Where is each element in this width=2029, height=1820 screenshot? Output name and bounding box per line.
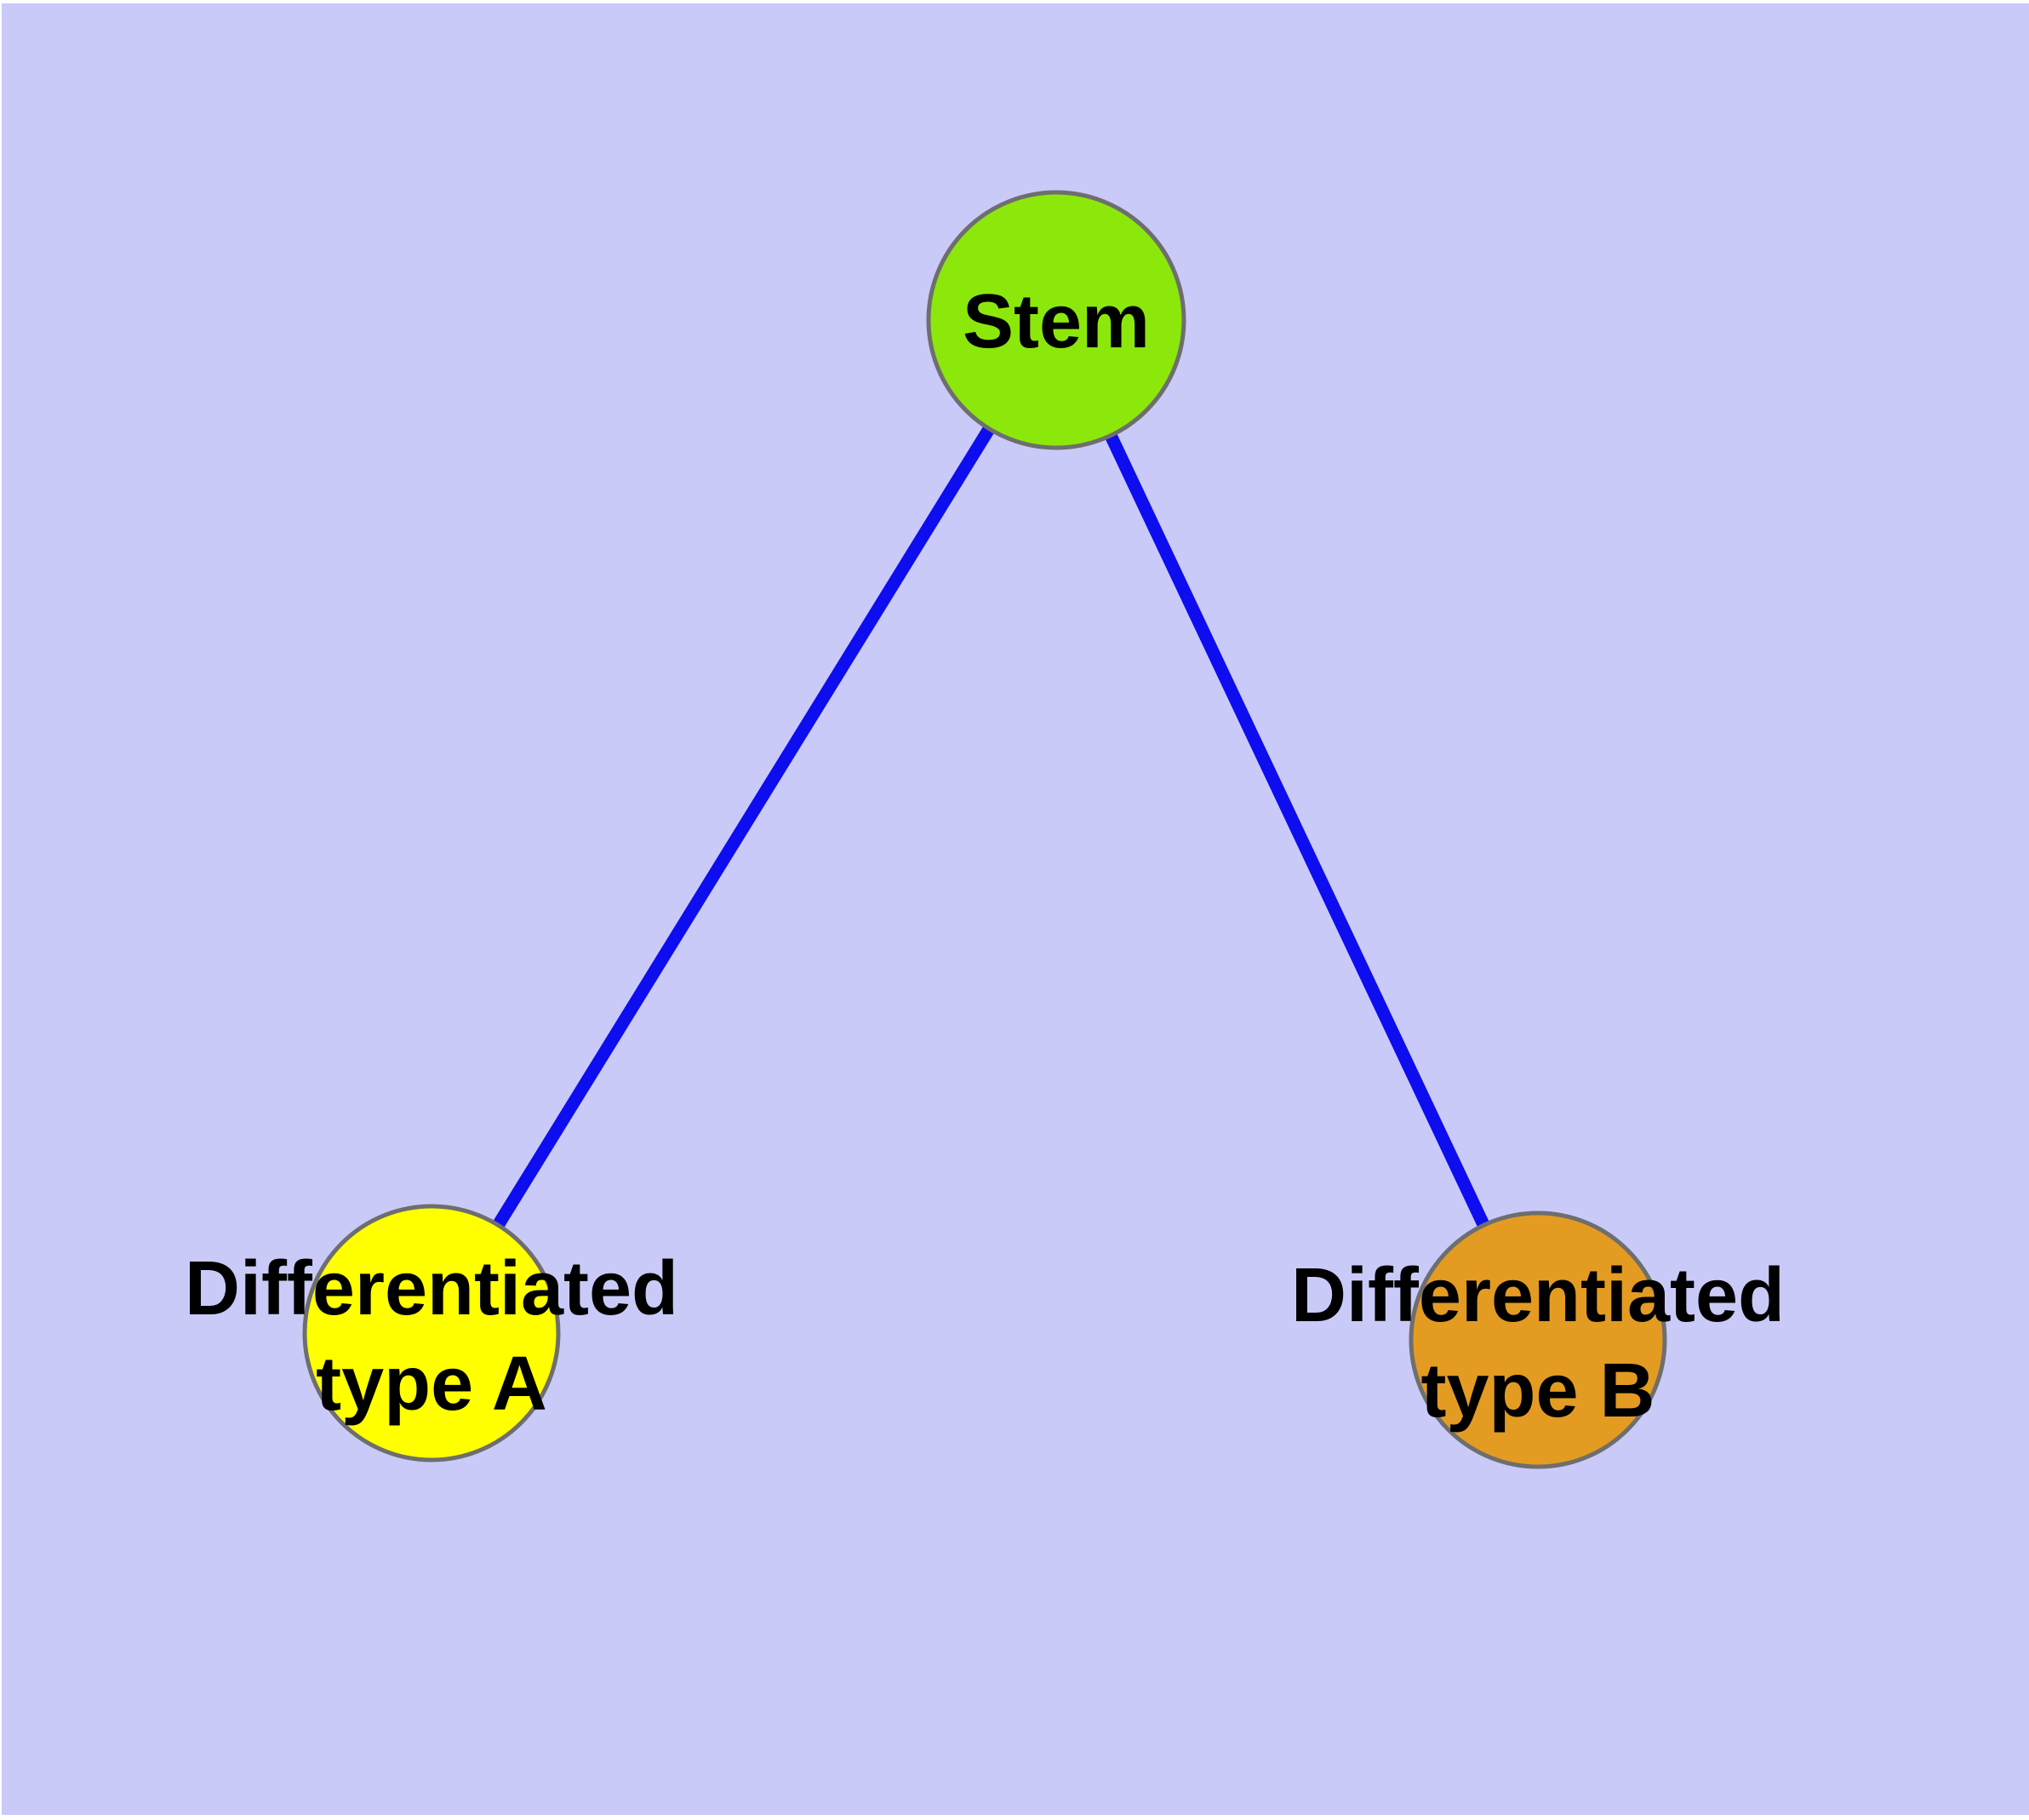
graph-canvas: Stem Differentiated type A Differentiate… — [2, 3, 2029, 1815]
node-differentiated-type-a — [302, 1204, 561, 1462]
node-stem-label: Stem — [963, 279, 1150, 364]
node-differentiated-type-b — [1409, 1210, 1667, 1469]
edge-stem-to-typeA — [426, 317, 1062, 1336]
node-type-b-label-line1: Differentiated — [1291, 1253, 1785, 1338]
edge-stem-to-typeB — [1050, 317, 1544, 1343]
node-type-b-label-line2: type B — [1420, 1348, 1655, 1434]
plot-background: Stem Differentiated type A Differentiate… — [2, 3, 2029, 1815]
node-stem — [926, 190, 1186, 450]
node-type-a-label-line1: Differentiated — [185, 1246, 678, 1331]
node-type-a-label-line2: type A — [316, 1342, 547, 1427]
